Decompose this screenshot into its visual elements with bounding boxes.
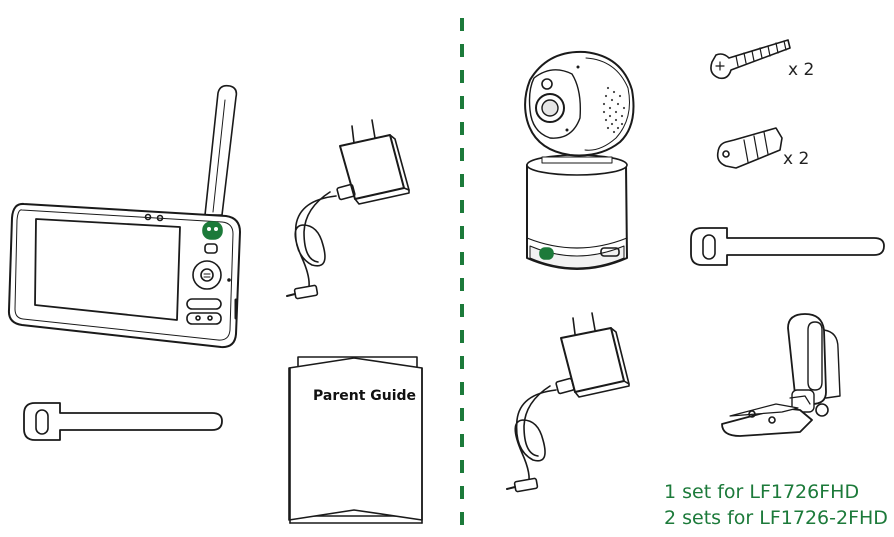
camera-adapter-icon xyxy=(506,312,630,493)
camera-cable-tie-icon xyxy=(690,227,885,266)
leapfrog-logo-icon xyxy=(202,221,223,240)
mounting-bracket-icon xyxy=(721,313,841,437)
parent-unit-monitor-icon xyxy=(7,84,241,349)
sets-note-line-1: 1 set for LF1726FHD xyxy=(664,481,860,503)
screws-quantity: x 2 xyxy=(788,60,815,80)
parent-guide-title: Parent Guide xyxy=(313,388,417,404)
parent-guide-icon xyxy=(288,356,423,524)
anchors-quantity: x 2 xyxy=(783,149,810,169)
parent-cable-tie-icon xyxy=(23,402,223,441)
parent-adapter-icon xyxy=(286,119,410,300)
camera-unit-icon xyxy=(524,50,635,270)
wall-anchor-icon xyxy=(716,127,783,169)
sets-note-line-2: 2 sets for LF1726-2FHD xyxy=(664,507,888,529)
screw-icon xyxy=(710,39,791,80)
